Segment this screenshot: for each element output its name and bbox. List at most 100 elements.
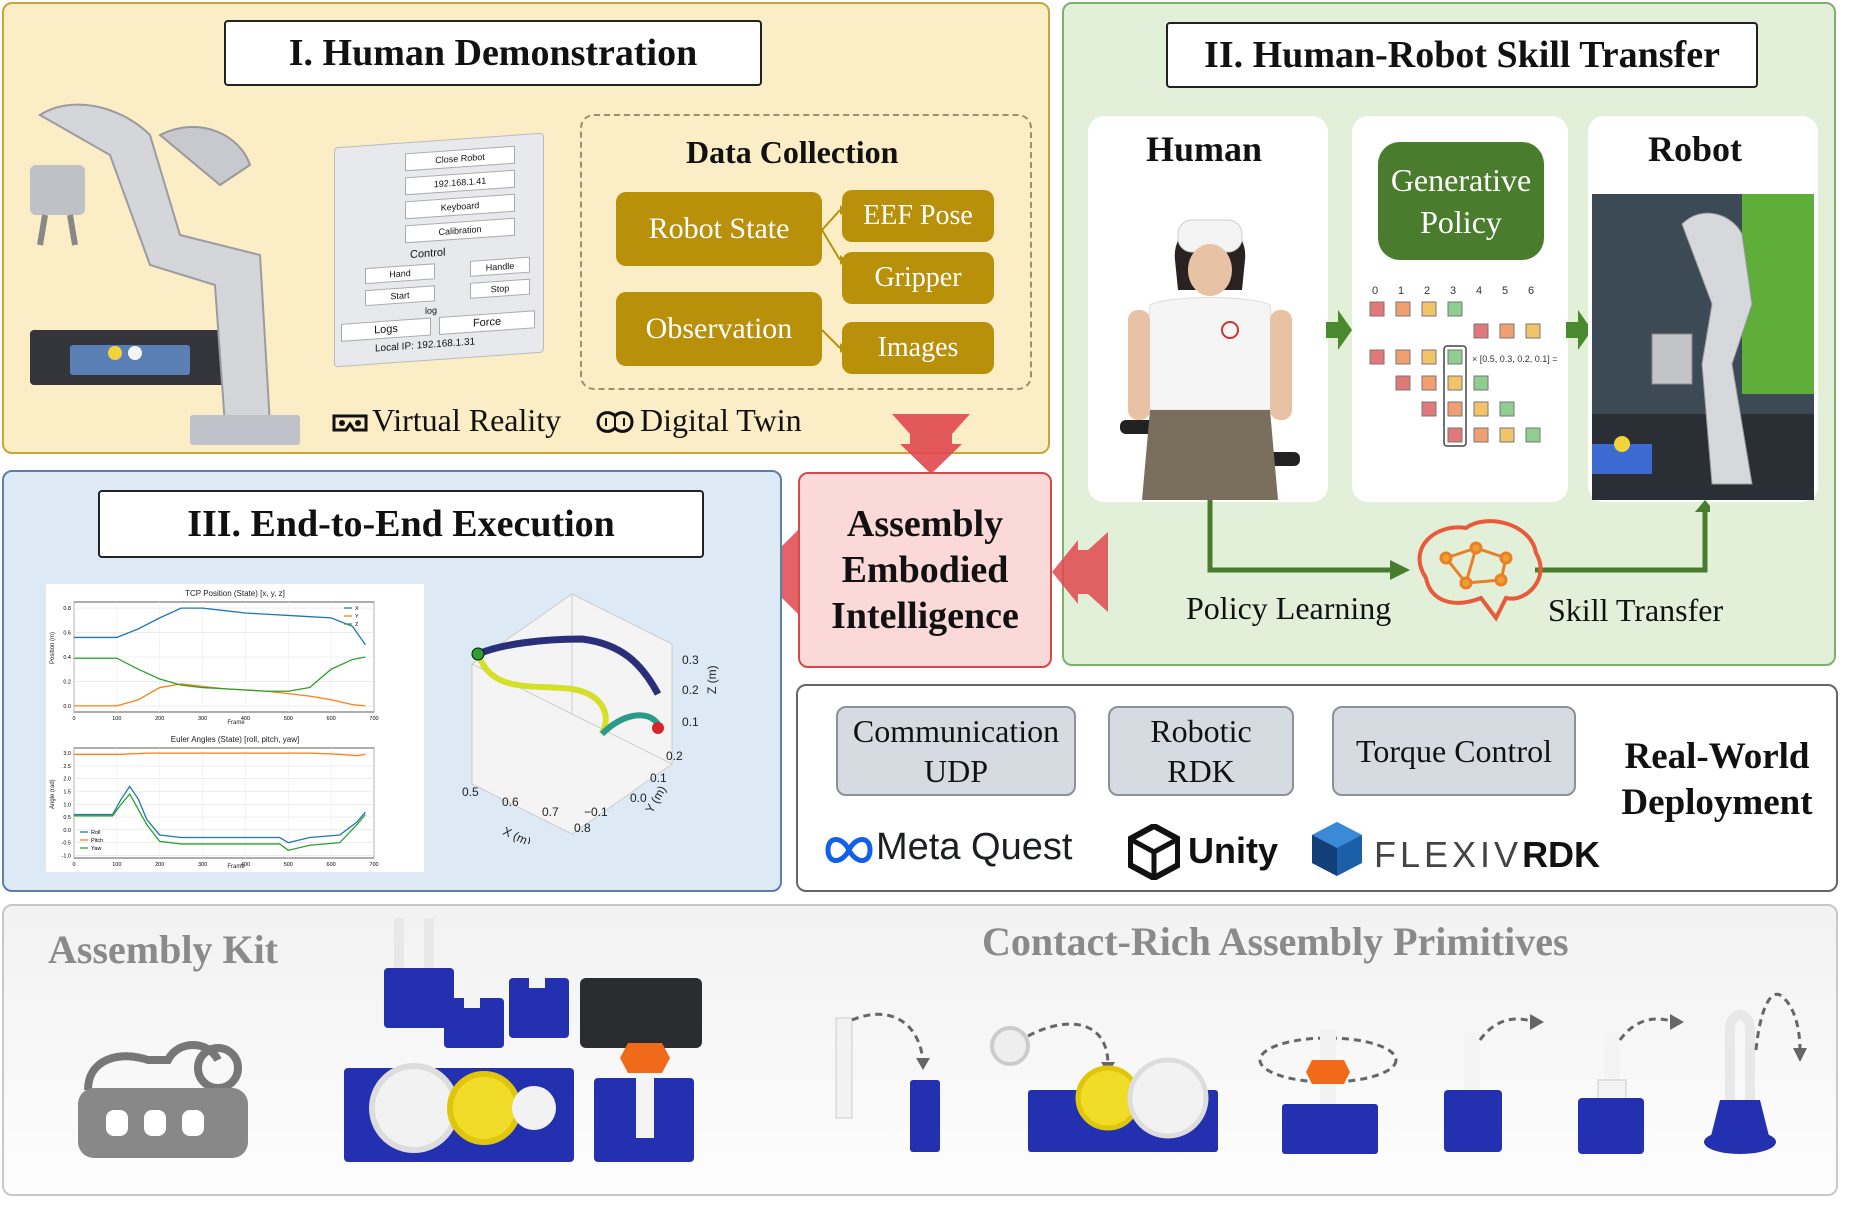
assembly-primitives-label: Contact-Rich Assembly Primitives	[982, 919, 1569, 964]
legend-label: Z	[355, 622, 359, 628]
flexiv-logo-text: FLEXIVRDK	[1374, 834, 1600, 876]
robot-heading: Robot	[1648, 129, 1743, 169]
policy-learning-flow	[1207, 500, 1710, 580]
svg-text:0.2: 0.2	[666, 749, 683, 763]
vr-force-button[interactable]: Force	[439, 310, 535, 335]
deployment-line-1: Real-World	[1624, 736, 1810, 777]
plot1-ylabel: Position (m)	[50, 632, 56, 664]
token-index: 2	[1424, 285, 1430, 297]
token-vector-label: × [0.5, 0.3, 0.2, 0.1] =	[1472, 354, 1558, 364]
human-vr-operator-figure	[1120, 219, 1300, 500]
vr-stop-button[interactable]: Stop	[470, 278, 530, 299]
legend-label: Yaw	[91, 846, 101, 852]
data-collection-title: Data Collection	[686, 134, 899, 170]
center-line-1: Assembly	[846, 503, 1004, 545]
svg-text:0.5: 0.5	[462, 785, 479, 799]
flexiv-word: FLEXIV	[1374, 834, 1523, 875]
y-tick-label: -1.0	[62, 853, 71, 859]
policy-learning-label: Policy Learning	[1186, 590, 1392, 626]
primitive-key-extraction	[1578, 1014, 1684, 1154]
vr-glasses-icon	[332, 414, 368, 432]
real-robot-photo	[1592, 194, 1814, 500]
robotic-rdk-button: Robotic RDK	[1108, 706, 1294, 796]
vr-hand-button[interactable]: Hand	[365, 263, 435, 285]
y-tick-label: 0.4	[63, 655, 71, 661]
vr-label: Virtual Reality	[372, 402, 562, 438]
svg-text:0.1: 0.1	[682, 715, 699, 729]
plot2-ylabel: Angle (rad)	[50, 779, 56, 809]
svg-text:0.2: 0.2	[682, 683, 699, 697]
x-tick-label: 500	[284, 862, 293, 868]
execution-title: III. End-to-End Execution	[98, 490, 704, 558]
y-tick-label: 2.5	[63, 764, 71, 770]
svg-text:0.0: 0.0	[630, 791, 647, 805]
token-index: 0	[1372, 285, 1378, 297]
digital-twin-label: Digital Twin	[640, 402, 802, 438]
plot2-xlabel: Frame	[227, 864, 245, 870]
plot1-title: TCP Position (State) [x, y, z]	[185, 589, 285, 598]
svg-text:0.1: 0.1	[650, 771, 667, 785]
vr-control-label: Control	[410, 246, 446, 262]
series-line-x	[74, 607, 366, 646]
plot3d-zlabel: Z (m)	[705, 665, 719, 694]
assembly-embodied-intelligence-box: Assembly Embodied Intelligence	[798, 472, 1052, 668]
vr-logs-button[interactable]: Logs	[341, 317, 431, 342]
assembly-kit-gear-icon	[78, 1041, 248, 1158]
x-tick-label: 700	[369, 716, 378, 722]
y-tick-label: 0.5	[63, 815, 71, 821]
arrow-human-to-policy	[1326, 310, 1352, 350]
communication-label: Communication	[852, 713, 1060, 749]
token-matrix: 0 1 2 3 4 5 6 × [0.5, 0.3, 0.2, 0.1] =	[1369, 285, 1558, 447]
y-tick-label: 0.0	[63, 704, 71, 710]
vr-keyboard-button[interactable]: Keyboard	[405, 193, 515, 220]
series-line-pitch	[74, 752, 366, 757]
x-tick-label: 0	[72, 862, 75, 868]
y-tick-label: 2.0	[63, 777, 71, 783]
vr-control-ui: Close Robot 192.168.1.41 Keyboard Calibr…	[334, 132, 544, 368]
legend-label: Y	[355, 614, 359, 620]
svg-text:0.7: 0.7	[542, 805, 559, 819]
plot2-title: Euler Angles (State) [roll, pitch, yaw]	[171, 735, 300, 744]
rdk-word: RDK	[1522, 834, 1601, 875]
vr-handle-button[interactable]: Handle	[470, 256, 530, 277]
plot3d-xlabel: X (m)	[501, 824, 533, 844]
vr-calibration-button[interactable]: Calibration	[405, 217, 515, 244]
human-demonstration-title: I. Human Demonstration	[224, 20, 762, 86]
state-plots: TCP Position (State) [x, y, z] Position …	[46, 584, 424, 872]
gripper-box: Gripper	[842, 252, 994, 304]
x-tick-label: 400	[241, 862, 250, 868]
vr-close-robot-button[interactable]: Close Robot	[405, 145, 515, 172]
vr-start-button[interactable]: Start	[365, 285, 435, 307]
assembly-kit-parts	[344, 918, 702, 1162]
x-tick-label: 500	[284, 716, 293, 722]
observation-box: Observation	[616, 292, 822, 366]
udp-label: UDP	[923, 753, 988, 789]
primitive-shaft-extraction	[1444, 1014, 1544, 1152]
human-heading: Human	[1146, 129, 1263, 169]
primitive-ushaft-removal	[1704, 992, 1807, 1154]
robot-state-box: Robot State	[616, 192, 822, 266]
center-line-2: Embodied	[841, 549, 1009, 591]
digital-twin-brain-icon	[596, 411, 634, 433]
x-tick-label: 300	[198, 716, 207, 722]
primitive-gear-meshing	[990, 1022, 1218, 1152]
x-tick-label: 600	[327, 862, 336, 868]
generative-policy-box: Generative Policy	[1378, 142, 1544, 260]
y-tick-label: 0.0	[63, 828, 71, 834]
vr-log-label: log	[425, 305, 438, 316]
images-box: Images	[842, 322, 994, 374]
neural-brain-icon	[1417, 519, 1543, 622]
x-tick-label: 600	[327, 716, 336, 722]
token-index: 1	[1398, 285, 1404, 297]
vr-ip-field[interactable]: 192.168.1.41	[405, 169, 515, 196]
series-line-z	[74, 656, 366, 692]
meta-quest-logo-text: Meta Quest	[876, 826, 1073, 868]
x-tick-label: 200	[155, 716, 164, 722]
rdk-label: RDK	[1167, 753, 1235, 789]
y-tick-label: 3.0	[63, 751, 71, 757]
arrow-right-to-center	[1052, 532, 1108, 612]
y-tick-label: 1.0	[63, 802, 71, 808]
svg-text:0.6: 0.6	[502, 795, 519, 809]
real-world-deployment-label: Real-World Deployment	[1606, 730, 1828, 830]
data-collection-connectors	[821, 205, 846, 353]
